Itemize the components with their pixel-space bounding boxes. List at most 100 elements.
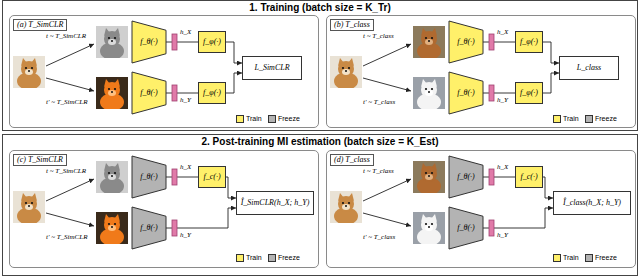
legend-text: Freeze [595,114,617,123]
legend-item: Train [553,253,579,262]
task-panel: (a) T_SimCLR f_θ(·) f_φ(·) f_θ(·) f_φ(·) L_Si… [9,15,319,128]
connector [226,42,242,63]
connector [166,177,198,178]
augmentation-label: t ~ T_class [363,32,394,41]
legend-text: Freeze [278,114,300,123]
task-panel: (d) T_class f_θ(·) f_c(·) f_θ(·) Î_class(h_X… [326,150,636,268]
critic-box: f_c(·) [198,166,226,188]
connector [166,93,198,94]
connector [543,73,559,93]
box-label: f_c(·) [520,172,537,182]
encoder-trapezoid: f_θ(·) [449,156,483,198]
connector [226,73,242,93]
box-label: f_φ(·) [520,88,538,98]
encoder-trapezoid: f_θ(·) [132,156,166,198]
encoder-trapezoid: f_θ(·) [449,72,483,114]
box-label: f_φ(·) [203,88,221,98]
box-label: f_θ(·) [457,88,474,98]
panel-label: (a) T_SimCLR [13,19,67,31]
legend-item: Freeze [268,114,300,123]
legend-item: Freeze [268,253,300,262]
legend-swatch [585,115,593,123]
legend-item: Train [236,114,262,123]
panel-label: (d) T_class [330,154,374,166]
legend-text: Train [563,253,579,262]
box-label: f_θ(·) [140,88,157,98]
projector-box: f_φ(·) [198,82,226,104]
connector [483,93,515,94]
feature-label: h_Y [497,96,508,105]
box-label: f_θ(·) [457,37,474,47]
legend-swatch [553,115,561,123]
feature-label: h_X [497,28,508,37]
augmentation-label: t' ~ T_class [363,233,395,242]
box-label: Î_class(h_X; h_Y) [563,198,621,208]
legend-swatch [553,254,561,262]
critic-box: f_c(·) [515,166,543,188]
feature-label: h_Y [180,96,191,105]
box-label: f_φ(·) [520,37,538,47]
box-label: f_θ(·) [457,223,474,233]
augmentation-label: t' ~ T_SimCLR [46,98,87,107]
connector [543,177,553,198]
augmentation-label: t ~ T_SimCLR [46,32,86,41]
augmentation-label: t ~ T_SimCLR [46,167,86,176]
feature-label: h_X [180,28,191,37]
legend-swatch [236,115,244,123]
legend-swatch [236,254,244,262]
box-label: L_class [577,63,601,73]
legend-text: Train [246,114,262,123]
encoder-trapezoid: f_θ(·) [132,72,166,114]
box-label: Î_SimCLR(h_X; h_Y) [241,198,310,208]
connector [543,42,559,63]
loss-box: L_class [559,56,619,80]
box-label: f_c(·) [203,172,220,182]
box-label: L_SimCLR [254,63,289,73]
legend-item: Train [236,253,262,262]
legend-item: Freeze [585,114,617,123]
encoder-trapezoid: f_θ(·) [132,207,166,249]
panel-label: (b) T_class [330,19,374,31]
task-panel: (c) T_SimCLR f_θ(·) f_c(·) f_θ(·) Î_SimCLR(h… [9,150,319,268]
section-heading: 1. Training (batch size = K_Tr) [3,2,637,14]
feature-label: h_X [497,163,508,172]
panel-label: (c) T_SimCLR [13,154,67,166]
feature-label: h_Y [180,231,191,240]
feature-label: h_Y [497,231,508,240]
legend-text: Freeze [595,253,617,262]
legend-text: Train [246,253,262,262]
encoder-trapezoid: f_θ(·) [132,21,166,63]
task-panel: (b) T_class f_θ(·) f_φ(·) f_θ(·) f_φ(·) L_cla… [326,15,636,128]
connector [226,177,236,198]
legend-text: Freeze [278,253,300,262]
connector [483,177,515,178]
loss-box: L_SimCLR [242,56,302,80]
legend-item: Freeze [585,253,617,262]
box-label: f_θ(·) [140,172,157,182]
augmentation-label: t' ~ T_class [363,98,395,107]
feature-label: h_X [180,163,191,172]
projector-box: f_φ(·) [515,31,543,53]
augmentation-label: t' ~ T_SimCLR [46,233,87,242]
mi-estimate-box: Î_class(h_X; h_Y) [553,191,631,215]
encoder-trapezoid: f_θ(·) [449,21,483,63]
legend-swatch [268,115,276,123]
projector-box: f_φ(·) [515,82,543,104]
box-label: f_φ(·) [203,37,221,47]
legend-swatch [268,254,276,262]
estimation-section: 2. Post-training MI estimation (batch si… [2,134,638,276]
connector [483,42,515,43]
box-label: f_θ(·) [140,223,157,233]
mi-estimate-box: Î_SimCLR(h_X; h_Y) [236,191,314,215]
box-label: f_θ(·) [457,172,474,182]
legend-item: Train [553,114,579,123]
legend-text: Train [563,114,579,123]
augmentation-label: t ~ T_class [363,167,394,176]
training-section: 1. Training (batch size = K_Tr)(a) T_Sim… [2,0,638,131]
projector-box: f_φ(·) [198,31,226,53]
box-label: f_θ(·) [140,37,157,47]
connector [166,42,198,43]
legend-swatch [585,254,593,262]
encoder-trapezoid: f_θ(·) [449,207,483,249]
